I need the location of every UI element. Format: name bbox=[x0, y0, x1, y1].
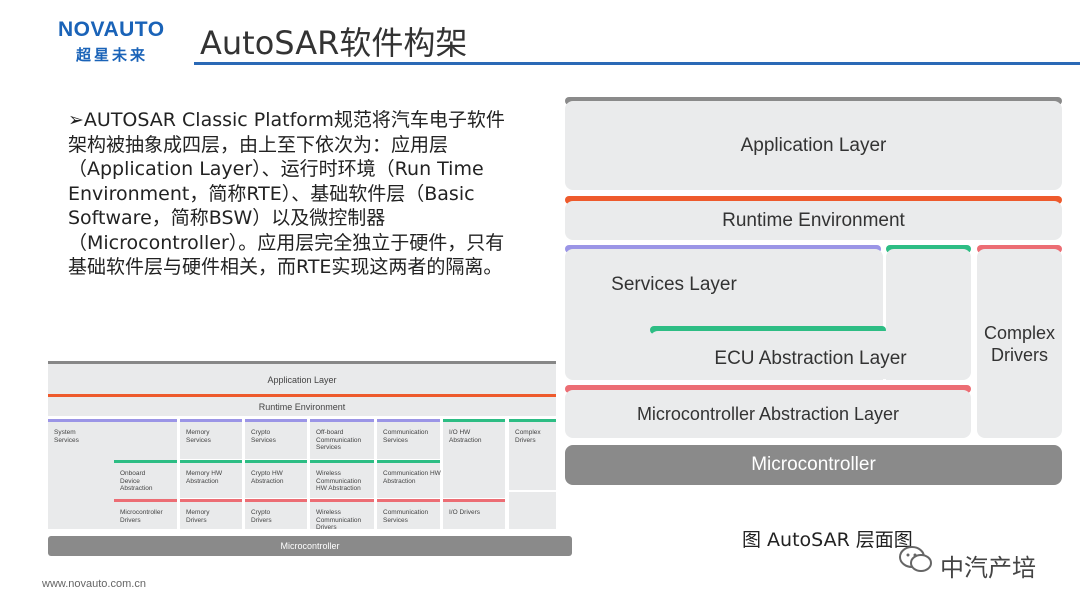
rte-bar bbox=[565, 196, 1062, 204]
small-cell-label: System Services bbox=[54, 429, 79, 444]
small-cell-label: Off-board Communication Services bbox=[316, 429, 362, 451]
services-layer-label: Services Layer bbox=[611, 274, 737, 295]
small-cell-label: Communication HW Abstraction bbox=[383, 470, 441, 485]
small-services-bar bbox=[377, 419, 440, 422]
small-cell-crypto-services: Crypto Services bbox=[245, 422, 307, 459]
small-cell-crypto-hw-abstraction: Crypto HW Abstraction bbox=[245, 463, 307, 498]
microcontroller-label: Microcontroller bbox=[751, 454, 876, 475]
small-cell-wireless-comm-drivers: Wireless Communication Drivers bbox=[310, 502, 374, 531]
small-complex-bar bbox=[509, 419, 556, 422]
small-cell-system-services: System Services bbox=[48, 422, 177, 529]
page-title: AutoSAR软件构架 bbox=[200, 24, 468, 62]
small-application-layer: Application Layer bbox=[48, 361, 556, 395]
body-paragraph: ➢AUTOSAR Classic Platform规范将汽车电子软件架构被抽象成… bbox=[68, 109, 505, 278]
small-cell-label: Memory HW Abstraction bbox=[186, 470, 223, 485]
small-cell-communication-services: Communication Services bbox=[377, 422, 440, 459]
small-cell-label: Communication Services bbox=[383, 509, 429, 524]
small-services-bar bbox=[48, 419, 177, 422]
services-layer-box: Services Layer bbox=[565, 249, 883, 380]
complex-drivers-bar bbox=[977, 245, 1062, 253]
small-rte-bar bbox=[48, 394, 556, 397]
small-cell-communication-hw-abstraction: Communication HW Abstraction bbox=[377, 463, 441, 498]
small-cell-label: I/O HW Abstraction bbox=[449, 429, 482, 444]
small-mcal-bar bbox=[245, 499, 307, 502]
small-services-bar bbox=[180, 419, 242, 422]
small-cell-memory-drivers: Memory Drivers bbox=[180, 502, 242, 529]
small-microcontroller-label: Microcontroller bbox=[280, 541, 340, 551]
small-microcontroller: Microcontroller bbox=[48, 536, 572, 556]
small-cell-label: Memory Drivers bbox=[186, 509, 210, 524]
small-runtime-environment-label: Runtime Environment bbox=[258, 401, 346, 412]
ecu-corner-box bbox=[886, 249, 971, 380]
small-application-layer-label: Application Layer bbox=[267, 374, 337, 385]
application-layer-box: Application Layer bbox=[565, 101, 1062, 190]
small-io-bar bbox=[443, 419, 505, 422]
ecu-abstraction-layer-box: ECU Abstraction Layer bbox=[650, 331, 971, 379]
small-cell-label: Memory Services bbox=[186, 429, 211, 444]
small-cell-offboard-comm-services: Off-board Communication Services bbox=[310, 422, 374, 459]
footer-url: www.novauto.com.cn bbox=[42, 578, 146, 590]
mcal-box: Microcontroller Abstraction Layer bbox=[565, 390, 971, 438]
small-mcal-bar bbox=[180, 499, 242, 502]
small-ecu-bar bbox=[180, 460, 242, 463]
runtime-environment-label: Runtime Environment bbox=[722, 209, 905, 231]
small-cell-label: I/O Drivers bbox=[449, 509, 481, 516]
small-cell-microcontroller-drivers: Microcontroller Drivers bbox=[114, 502, 177, 529]
small-ecu-bar bbox=[114, 460, 177, 463]
small-cell-io-drivers: I/O Drivers bbox=[443, 502, 505, 529]
small-cell-memory-services: Memory Services bbox=[180, 422, 242, 459]
small-mcal-bar bbox=[443, 499, 505, 502]
small-cell-label: Onboard Device Abstraction bbox=[120, 470, 153, 492]
small-ecu-bar bbox=[377, 460, 440, 463]
logo-text: NOVAUTO bbox=[58, 18, 165, 41]
logo-subtitle: 超星未来 bbox=[76, 46, 149, 64]
small-mcal-bar bbox=[377, 499, 440, 502]
mcal-bar bbox=[565, 385, 971, 393]
small-cell-label: Complex Drivers bbox=[515, 429, 541, 444]
microcontroller-box: Microcontroller bbox=[565, 445, 1062, 485]
application-layer-label: Application Layer bbox=[740, 134, 887, 156]
figure-caption: 图 AutoSAR 层面图 bbox=[742, 529, 913, 551]
application-layer-bar bbox=[565, 97, 1062, 105]
small-ecu-bar bbox=[310, 460, 374, 463]
complex-drivers-box: Complex Drivers bbox=[977, 249, 1062, 438]
wechat-icon bbox=[898, 545, 934, 575]
small-cell-communication-services-bottom: Communication Services bbox=[377, 502, 440, 529]
small-runtime-environment: Runtime Environment bbox=[48, 397, 556, 416]
mcal-label: Microcontroller Abstraction Layer bbox=[636, 403, 900, 424]
small-services-bar bbox=[245, 419, 307, 422]
small-cell-label: Wireless Communication HW Abstraction bbox=[316, 470, 362, 492]
small-mcal-bar bbox=[114, 499, 177, 502]
small-cell-memory-hw-abstraction: Memory HW Abstraction bbox=[180, 463, 242, 498]
ecu-corner-bar bbox=[886, 245, 971, 253]
small-ecu-bar bbox=[245, 460, 307, 463]
small-cell-label: Communication Services bbox=[383, 429, 429, 444]
small-cell-label: Crypto Services bbox=[251, 429, 276, 444]
small-cell-onboard-device-abstraction: Onboard Device Abstraction bbox=[114, 463, 177, 498]
complex-drivers-label: Complex Drivers bbox=[983, 322, 1056, 365]
small-cell-complex-drivers: Complex Drivers bbox=[509, 422, 556, 490]
runtime-environment-box: Runtime Environment bbox=[565, 201, 1062, 240]
wechat-account-name: 中汽产培 bbox=[940, 554, 1036, 582]
small-cell-crypto-drivers: Crypto Drivers bbox=[245, 502, 307, 529]
small-mcal-bar bbox=[310, 499, 374, 502]
small-cell-label: Wireless Communication Drivers bbox=[316, 509, 362, 531]
small-cell-label: Crypto Drivers bbox=[251, 509, 272, 524]
ecu-abstraction-layer-label: ECU Abstraction Layer bbox=[714, 348, 907, 369]
small-complex-drivers-lower bbox=[509, 492, 556, 529]
title-underline bbox=[194, 62, 1080, 65]
services-layer-bar bbox=[565, 245, 881, 253]
small-cell-label: Crypto HW Abstraction bbox=[251, 470, 284, 485]
small-cell-io-hw-abstraction: I/O HW Abstraction bbox=[443, 422, 505, 498]
small-cell-label: Microcontroller Drivers bbox=[120, 509, 163, 524]
ecu-abstraction-bar bbox=[650, 326, 886, 334]
small-services-bar bbox=[310, 419, 374, 422]
small-cell-wireless-comm-hw-abstraction: Wireless Communication HW Abstraction bbox=[310, 463, 374, 498]
